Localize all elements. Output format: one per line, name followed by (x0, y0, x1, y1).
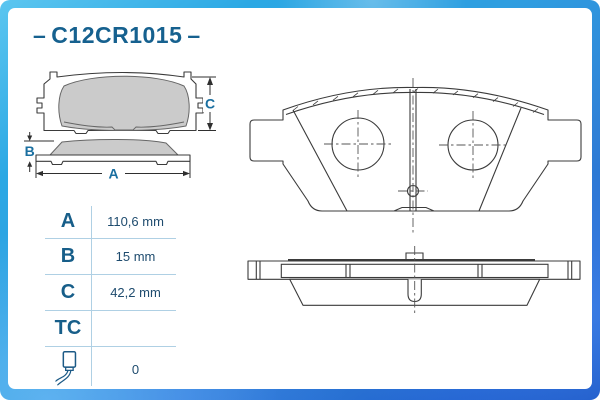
pad-slope-lines (292, 107, 522, 212)
table-row: 0 (45, 347, 176, 391)
table-row: A 110,6 mm (45, 204, 176, 239)
row-label: TC (54, 317, 82, 339)
label-backing (203, 95, 217, 112)
row-value: 42,2 mm (110, 285, 161, 300)
arrow-up-icon (27, 161, 33, 167)
side-view-drawing: B A (24, 132, 191, 182)
dimension-c-label: C (205, 96, 215, 112)
row-value: 15 mm (115, 249, 156, 264)
row-value: 0 (131, 361, 140, 377)
dimension-a-label: A (108, 166, 118, 182)
front-view-drawing: C (36, 71, 217, 135)
table-divider (91, 206, 92, 386)
arrow-right-icon (183, 170, 190, 177)
table-row: TC (45, 311, 176, 347)
row-label: C (60, 281, 76, 303)
dimension-a-lines (35, 161, 191, 178)
bottom-tab-contour (393, 206, 435, 212)
row-value: 110,6 mm (107, 213, 164, 229)
top-chamfer-strip (285, 91, 545, 116)
plate-division-lines (345, 264, 483, 278)
table-row: C 42,2 mm (45, 275, 176, 311)
backplate-bar (247, 260, 581, 280)
dash-suffix: – (187, 22, 201, 48)
back-plate-drawing (249, 78, 582, 234)
arrow-left-icon (36, 170, 43, 177)
vertical-centerline (398, 78, 428, 234)
end-ear-lines (255, 261, 573, 280)
arrow-down-icon (27, 135, 33, 141)
backplate-side (35, 154, 191, 166)
table-row: B 15 mm (45, 239, 176, 275)
row-label: B (60, 245, 76, 267)
row-label (45, 350, 91, 388)
content-panel: –C12CR1015– C B A (8, 8, 592, 389)
wear-sensor-icon (55, 350, 77, 386)
arrow-down-icon (207, 123, 213, 131)
arrow-up-icon (207, 77, 213, 85)
dimension-b-label: B (25, 143, 35, 159)
pad-bottom-contour (63, 121, 185, 131)
friction-pad-face (58, 75, 190, 131)
part-number: –C12CR1015– (28, 22, 206, 49)
part-number-text: C12CR1015 (51, 22, 183, 48)
edge-view-drawing (247, 246, 581, 314)
dimensions-table: A 110,6 mm B 15 mm C 42,2 mm TC (45, 204, 176, 391)
dash-prefix: – (33, 22, 47, 48)
friction-pad-side (49, 138, 179, 156)
chamfer-hatching (292, 88, 539, 113)
dimension-b-lines (24, 132, 54, 172)
row-label: A (60, 209, 76, 232)
